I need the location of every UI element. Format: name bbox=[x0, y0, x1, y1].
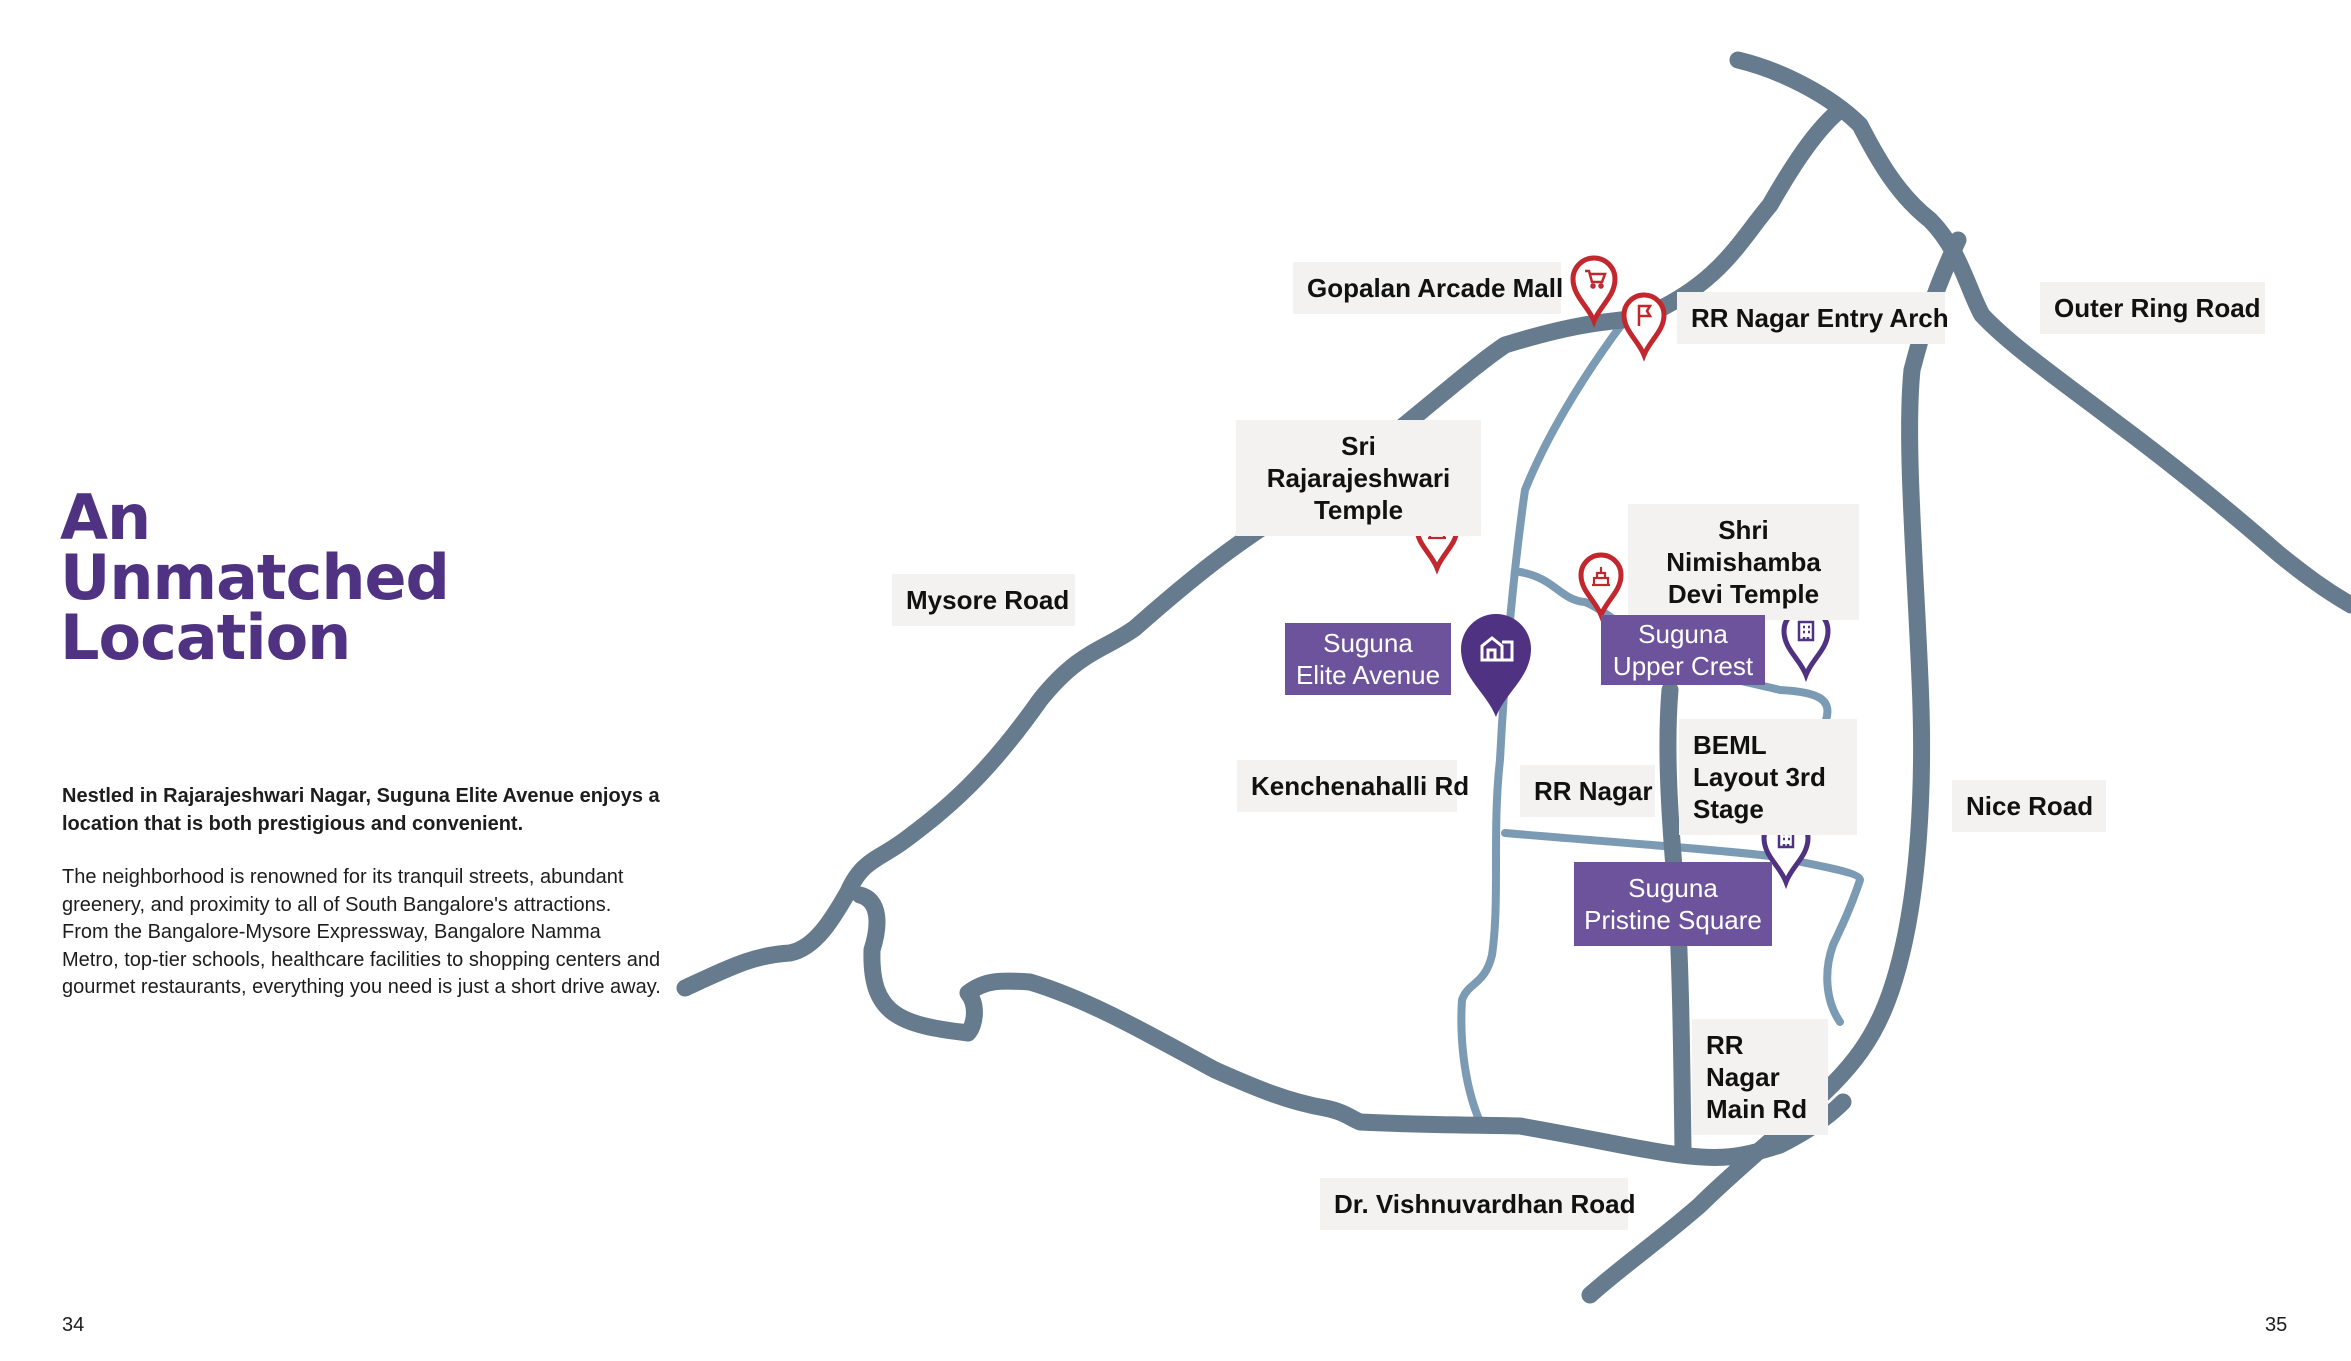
title-line-1: An bbox=[60, 481, 151, 554]
road-label-rr-nagar: RR Nagar bbox=[1520, 765, 1655, 817]
landmark-label-shri-nimishamba-devi-temple: Shri Nimishamba Devi Temple bbox=[1628, 504, 1859, 620]
page-number-right: 35 bbox=[2265, 1314, 2288, 1336]
building-icon bbox=[1781, 606, 1831, 683]
page-title: An Unmatched Location bbox=[60, 481, 450, 674]
intro-body-paragraph: The neighborhood is renowned for its tra… bbox=[62, 866, 661, 998]
shopping-cart-icon bbox=[1570, 255, 1618, 328]
landmark-pin-entry-arch[interactable] bbox=[1621, 292, 1667, 362]
landmark-pin-gopalan-mall[interactable] bbox=[1570, 255, 1618, 328]
landmark-label-rr-nagar-entry-arch: RR Nagar Entry Arch bbox=[1677, 292, 1949, 344]
road-label-rr-nagar-main-rd: RR Nagar Main Rd bbox=[1692, 1019, 1828, 1135]
minor-road-west bbox=[1457, 316, 1629, 1126]
project-pin-upper-crest[interactable] bbox=[1781, 606, 1831, 683]
home-glyph bbox=[1480, 636, 1514, 662]
minor-road-cross bbox=[1501, 829, 1864, 1026]
home-icon bbox=[1461, 614, 1531, 717]
nice-road bbox=[1581, 231, 1967, 1304]
cart-glyph bbox=[1585, 269, 1607, 289]
road-label-outer-ring-road: Outer Ring Road bbox=[2040, 282, 2265, 334]
mysore-road bbox=[676, 101, 1849, 997]
road-label-mysore-road: Mysore Road bbox=[892, 574, 1075, 626]
project-pin-elite-avenue[interactable] bbox=[1461, 614, 1531, 717]
intro-lead-paragraph: Nestled in Rajarajeshwari Nagar, Suguna … bbox=[62, 785, 660, 835]
title-line-2: Unmatched bbox=[60, 541, 450, 614]
flag-glyph bbox=[1637, 304, 1653, 326]
temple-glyph bbox=[1592, 567, 1610, 587]
title-line-3: Location bbox=[60, 601, 351, 674]
landmark-label-beml-layout-3rd-stage: BEML Layout 3rd Stage bbox=[1679, 719, 1857, 835]
road-label-kenchenahalli-rd: Kenchenahalli Rd bbox=[1237, 760, 1469, 812]
building-glyph bbox=[1797, 620, 1815, 642]
outer-ring-road bbox=[1729, 51, 2351, 614]
project-label-suguna-pristine-square[interactable]: Suguna Pristine Square bbox=[1574, 862, 1772, 946]
page-number-left: 34 bbox=[62, 1314, 85, 1336]
road-label-dr-vishnuvardhan-road: Dr. Vishnuvardhan Road bbox=[1320, 1178, 1635, 1230]
project-label-suguna-upper-crest[interactable]: Suguna Upper Crest bbox=[1601, 615, 1765, 685]
landmark-label-gopalan-arcade-mall: Gopalan Arcade Mall bbox=[1293, 262, 1563, 314]
landmark-label-sri-rajarajeshwari-temple: Sri Rajarajeshwari Temple bbox=[1236, 420, 1481, 536]
road-label-nice-road: Nice Road bbox=[1952, 780, 2106, 832]
flag-icon bbox=[1621, 292, 1667, 362]
project-label-suguna-elite-avenue[interactable]: Suguna Elite Avenue bbox=[1285, 623, 1451, 695]
